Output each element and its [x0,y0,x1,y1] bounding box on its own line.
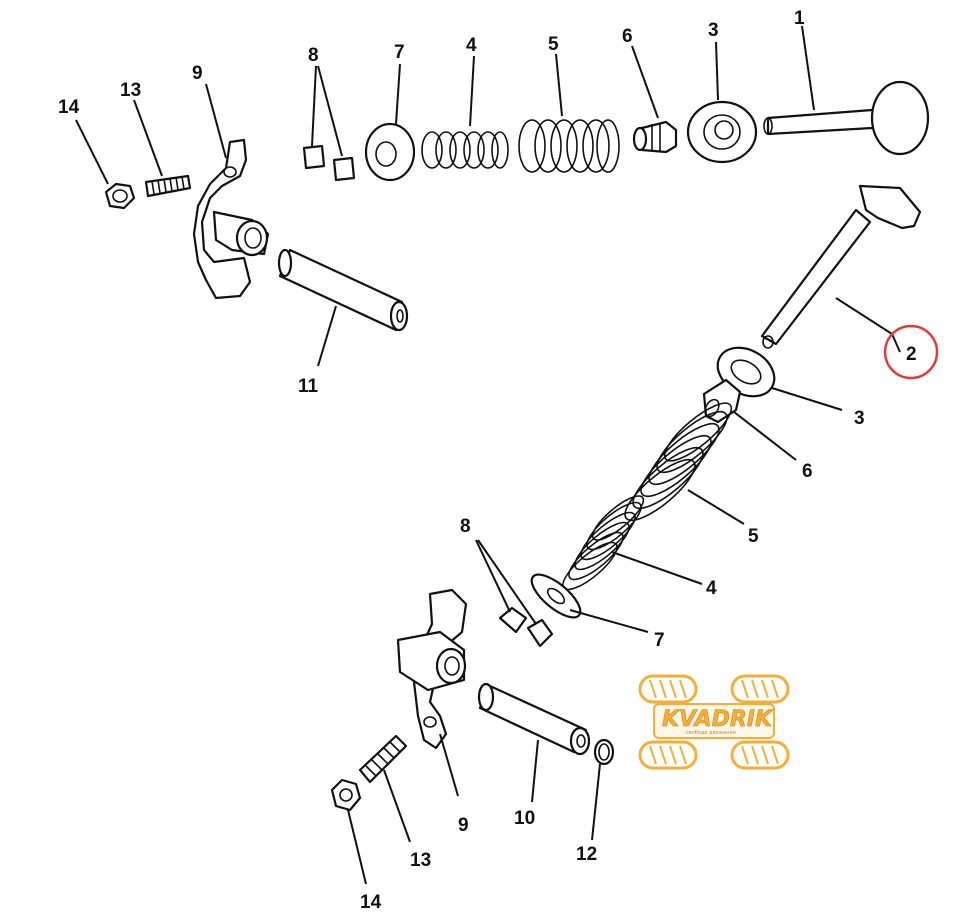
watermark-tagline: свобода движения [686,730,736,736]
part-number-label: 1 [794,8,805,29]
adjuster-screw-bottom: 13 [358,734,431,871]
kvadrik-watermark: KVADRIK свобода движения [638,674,790,770]
inner-spring-top: 4 [421,35,509,169]
watermark-brand: KVADRIK [662,707,774,732]
part-number-label: 4 [466,35,477,56]
rocker-shaft-bottom: 10 [477,682,591,829]
valve-cotters-top: 8 [302,45,356,182]
intake-valve: 1 [763,8,930,156]
part-number-label: 7 [394,42,405,63]
part-number-label: 9 [458,815,469,836]
part-number-label: 12 [576,844,597,865]
inner-spring-bottom: 4 [562,495,717,599]
part-number-label: 14 [360,892,382,913]
o-ring: 12 [576,738,615,865]
exhaust-valve: 2 [760,184,939,380]
nut-bottom: 14 [330,778,382,913]
part-number-label: 2 [906,344,917,365]
part-number-label: 9 [192,63,203,84]
outer-spring-bottom: 5 [624,402,759,547]
part-number-label: 5 [548,34,559,55]
part-number-label: 5 [748,526,759,547]
part-number-label: 13 [410,850,431,871]
highlight-circle [883,324,939,380]
valve-cotters-bottom: 8 [460,516,554,648]
stem-seal-top: 6 [622,26,678,154]
spring-retainer-top: 7 [364,42,416,182]
nut-top: 14 [58,97,136,210]
rocker-arm-top: 9 [192,63,270,300]
part-number-label: 7 [654,630,665,651]
part-number-label: 6 [622,26,633,47]
part-number-label: 13 [120,80,141,101]
adjuster-screw-top: 13 [120,80,192,198]
valve-seat-seal-top: 3 [686,20,758,164]
part-number-label: 11 [298,376,319,397]
part-number-label: 14 [58,97,80,118]
part-number-label: 3 [708,20,719,41]
part-number-label: 4 [706,578,717,599]
outer-spring-top: 5 [518,34,620,173]
atv-tires-icon [638,674,790,770]
rocker-shaft-top: 11 [277,248,409,397]
part-number-label: 3 [854,408,865,429]
spring-retainer-bottom: 7 [530,573,665,651]
valve-seat-seal-bottom: 3 [716,346,865,429]
part-number-label: 8 [308,45,319,66]
part-number-label: 10 [514,808,535,829]
part-number-label: 6 [802,461,813,482]
rocker-arm-bottom: 9 [396,588,469,836]
part-number-label: 8 [460,516,471,537]
